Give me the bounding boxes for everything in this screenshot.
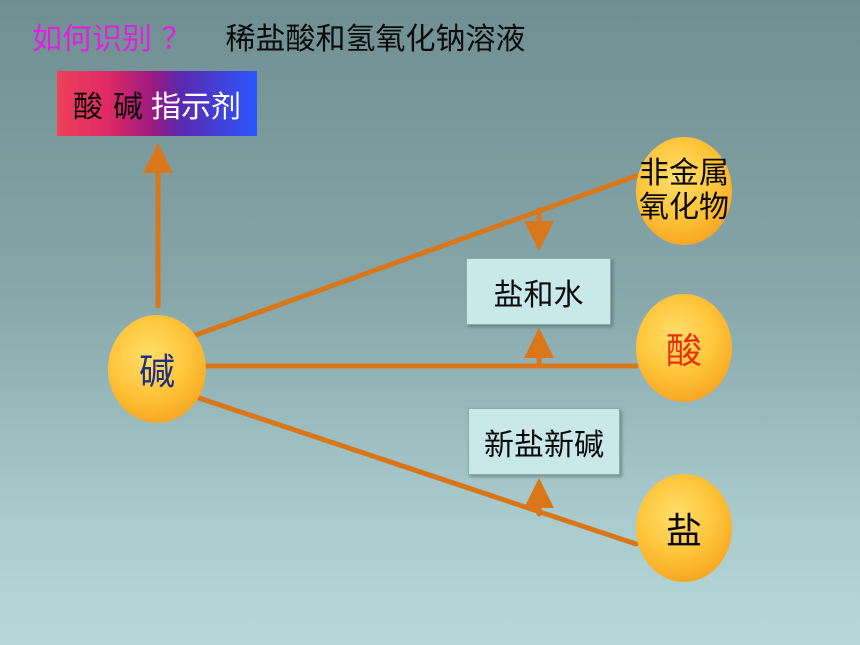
indicator-base-text: 碱: [113, 89, 143, 125]
salt-node-label: 盐: [665, 511, 702, 552]
acid-node: 酸: [636, 294, 732, 402]
title-topic: 稀盐酸和氢氧化钠溶液: [225, 22, 526, 57]
indicator-box: 酸 碱 指示剂: [57, 71, 257, 136]
nonmetal-oxide-node: 非金属 氧化物: [636, 137, 732, 245]
base-node: 碱: [108, 315, 206, 423]
salt-node: 盐: [636, 474, 732, 582]
base-node-label: 碱: [138, 352, 175, 393]
line-base-to-nonmetal-oxide: [190, 173, 639, 339]
line-base-to-salt: [190, 393, 639, 547]
new-salt-base-label: 新盐新碱: [484, 427, 604, 463]
acid-node-label: 酸: [665, 331, 702, 372]
indicator-label: 指示剂: [151, 89, 241, 125]
new-salt-base-box: 新盐新碱: [468, 408, 620, 475]
nonmetal-oxide-label-line2: 氧化物: [639, 190, 729, 225]
slide-title: 如何识别 ？ 稀盐酸和氢氧化钠溶液: [32, 14, 526, 58]
nonmetal-oxide-label-line1: 非金属: [639, 156, 729, 191]
indicator-acid-text: 酸: [73, 89, 103, 125]
salt-water-box: 盐和水: [466, 258, 611, 325]
salt-water-label: 盐和水: [493, 277, 584, 313]
title-question: 如何识别 ？: [32, 22, 192, 57]
